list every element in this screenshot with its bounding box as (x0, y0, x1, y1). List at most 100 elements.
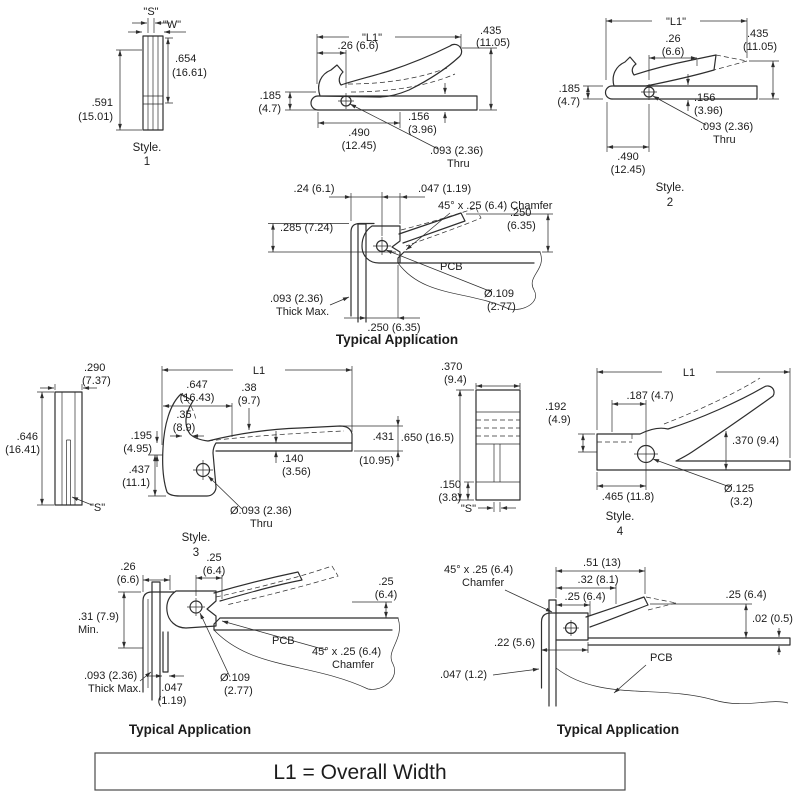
app1-part (350, 207, 542, 323)
style4-front-view: .370 (9.4) .650 (16.5) .150 (3.8) "S" (401, 361, 521, 515)
s4f-dim-s-label: "S" (461, 503, 476, 515)
s2-dim-093: .093 (2.36) (700, 121, 753, 133)
s3s-dim-195-mm: (4.95) (123, 443, 152, 455)
app1-dim-285: .285 (7.24) (280, 222, 333, 234)
style4-front-part (475, 389, 521, 501)
style1-front-view: "S" "W" .654 (16.61) .591 (15.01) Style.… (78, 6, 207, 168)
s3s-dim-093-thru: Thru (250, 518, 273, 530)
app2-pcb-label: PCB (272, 635, 295, 647)
app3-dim-047: .047 (1.2) (440, 669, 487, 681)
style3-number: 3 (193, 547, 199, 559)
style1-side-view: "L1" .26 (6.6) .435 (11.05) .185 (4.7) .… (258, 25, 510, 170)
app2-dim-047: .047 (161, 682, 182, 694)
s1s-dim-156: .156 (408, 111, 429, 123)
app2-chamfer-note2: Chamfer (332, 659, 375, 671)
s3f-dim-646-mm: (16.41) (5, 444, 40, 456)
s1f-dim-s-label: "S" (143, 6, 158, 18)
s4s-dim-187: .187 (4.7) (626, 390, 673, 402)
app3-dim-25a: .25 (6.4) (565, 591, 606, 603)
s3s-dim-l1: L1 (253, 365, 265, 377)
app2-dim-093: .093 (2.36) (84, 670, 137, 682)
app1-title: Typical Application (336, 332, 458, 347)
style3-label: Style. (182, 532, 211, 544)
s4s-dim-l1: L1 (683, 367, 695, 379)
style1-label: Style. (133, 142, 162, 154)
s1s-dim-185: .185 (260, 90, 281, 102)
app1-dim-24: .24 (6.1) (294, 183, 335, 195)
app1-dim-250b: .250 (6.35) (367, 322, 420, 334)
s1s-dim-156-mm: (3.96) (408, 124, 437, 136)
s1f-dim-654-mm: (16.61) (172, 67, 207, 79)
app2-dim-31: .31 (7.9) (78, 611, 119, 623)
style2-label: Style. (656, 182, 685, 194)
s1s-dim-26: .26 (6.6) (338, 40, 379, 52)
s1f-dim-654: .654 (175, 53, 196, 65)
app3-dim-51: .51 (13) (583, 557, 621, 569)
s1f-dim-591: .591 (92, 97, 113, 109)
s3s-dim-35: .35 (176, 409, 191, 421)
s4f-dim-370-mm: (9.4) (444, 374, 467, 386)
s3s-dim-093: Ø.093 (2.36) (230, 505, 292, 517)
s4f-dim-150-mm: (3.8) (438, 492, 461, 504)
s3s-dim-38: .38 (241, 382, 256, 394)
style4-side-view: .192 (4.9) .187 (4.7) L1 .370 (9.4) .465… (545, 367, 791, 538)
style1-front-part (142, 35, 164, 131)
s2-dim-26-mm: (6.6) (662, 46, 685, 58)
app2-dim-26-mm: (6.6) (117, 574, 140, 586)
s4f-dim-650: .650 (16.5) (401, 432, 454, 444)
s3s-dim-437: .437 (129, 464, 150, 476)
s3s-dim-431-mm: (10.95) (359, 455, 394, 467)
style3-front-part (54, 391, 83, 506)
app2-dim-31-min: Min. (78, 624, 99, 636)
app2-dim-25b: .25 (378, 576, 393, 588)
style1-front-dimensions (116, 18, 186, 131)
s3s-dim-140: .140 (282, 453, 303, 465)
s2-dim-156-mm: (3.96) (694, 105, 723, 117)
app2-dim-25a-mm: (6.4) (203, 565, 226, 577)
app3-dim-32: .32 (8.1) (578, 574, 619, 586)
s2-dim-185-mm: (4.7) (557, 96, 580, 108)
s2-dim-435: .435 (747, 28, 768, 40)
app3-dim-22: .22 (5.6) (494, 637, 535, 649)
s4s-dim-465: .465 (11.8) (602, 491, 654, 503)
s1s-dim-093-thru: Thru (447, 158, 470, 170)
typical-application-3: 45° x .25 (6.4) Chamfer .51 (13) .32 (8.… (440, 557, 793, 737)
s2-dim-156: .156 (694, 92, 715, 104)
app2-dim-26: .26 (120, 561, 135, 573)
style2-view: "L1" .26 (6.6) .435 (11.05) .185 (4.7) .… (557, 16, 779, 209)
s3f-dim-290: .290 (84, 362, 105, 374)
s1s-dim-093: .093 (2.36) (430, 145, 483, 157)
app2-dim-25b-mm: (6.4) (375, 589, 398, 601)
style4-side-part (596, 377, 791, 471)
s1s-dim-435: .435 (480, 25, 501, 37)
s3s-dim-195: .195 (131, 430, 152, 442)
app1-dimensions (268, 192, 553, 320)
s2-dim-185: .185 (559, 83, 580, 95)
s4s-dim-125-mm: (3.2) (730, 496, 753, 508)
s4s-dim-192-mm: (4.9) (548, 414, 571, 426)
app2-dimensions (118, 575, 392, 682)
s2-dim-l1: "L1" (666, 16, 686, 28)
style2-number: 2 (667, 197, 673, 209)
style1-side-dimensions (285, 34, 497, 150)
app3-dim-25b: .25 (6.4) (726, 589, 767, 601)
app3-dim-02: .02 (0.5) (752, 613, 793, 625)
s4f-dim-370: .370 (441, 361, 462, 373)
footer-note: L1 = Overall Width (94, 752, 626, 791)
style3-front-view: .290 (7.37) .646 (16.41) "S" (5, 362, 111, 514)
s3s-dim-647-mm: (16.43) (180, 392, 215, 404)
s3f-dim-s-label: "S" (90, 502, 105, 514)
app1-dim-093: .093 (2.36) (270, 293, 323, 305)
app1-dim-109-mm: (2.77) (487, 301, 516, 313)
s4s-dim-192: .192 (545, 401, 566, 413)
s4f-dim-150: .150 (440, 479, 461, 491)
style3-front-dimensions (37, 384, 97, 506)
app2-dim-25a: .25 (206, 552, 221, 564)
s3s-dim-35-mm: (8.9) (173, 422, 196, 434)
app1-dim-250r-mm: (6.35) (507, 220, 536, 232)
app1-chamfer-note: 45° x .25 (6.4) Chamfer (438, 200, 553, 212)
style1-number: 1 (144, 156, 150, 168)
app2-dim-093-thick: Thick Max. (88, 683, 141, 695)
app1-dim-047: .047 (1.19) (418, 183, 471, 195)
s2-dim-490: .490 (617, 151, 638, 163)
